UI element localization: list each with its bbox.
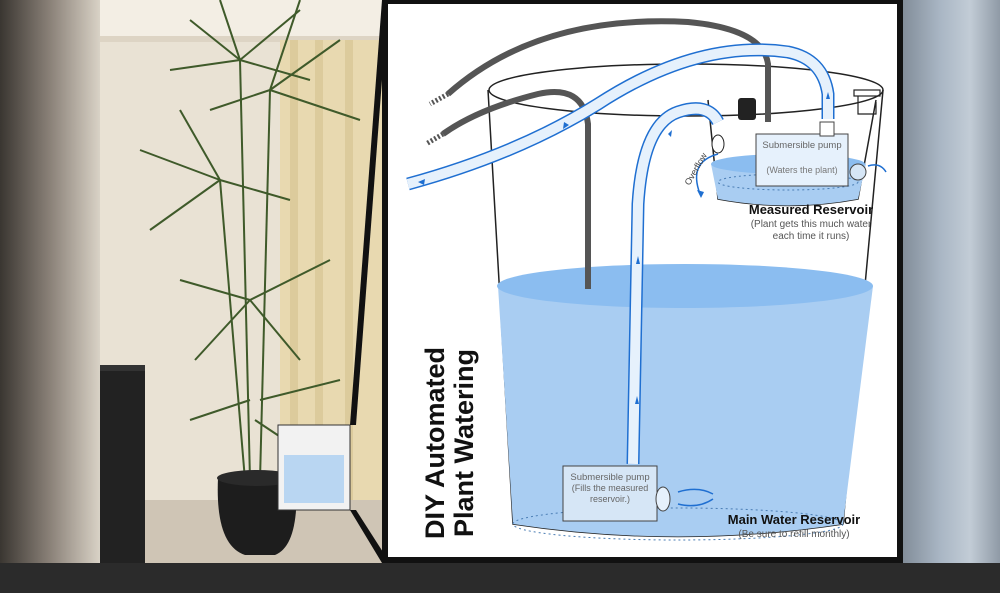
main-reservoir-note: (Be sure to refill monthly) [738, 529, 850, 540]
flow-arrows [418, 92, 830, 404]
measured-reservoir-note-1: (Plant gets this much water [750, 219, 872, 230]
watering-diagram: DIY Automated Plant Watering Submersible… [382, 0, 903, 563]
blurred-background-left [0, 0, 100, 563]
bottom-pump-note-2: reservoir.) [589, 494, 630, 504]
bottom-pump: Submersible pump (Fills the measured res… [563, 472, 657, 505]
diagram-title-line2: Plant Watering [449, 349, 479, 538]
plant-leaves [139, 0, 361, 481]
diagram-title: DIY Automated Plant Watering [420, 293, 479, 593]
faucet-icon [853, 89, 881, 115]
measured-reservoir-title: Measured Reservoir [748, 202, 874, 217]
top-pump-note: (Waters the plant) [766, 165, 838, 175]
diagram-title-line1: DIY Automated [420, 346, 450, 540]
diagram-drawing [406, 18, 887, 541]
top-pump-label: Submersible pump [762, 140, 842, 151]
bottom-pump-label: Submersible pump [570, 472, 650, 483]
bottom-pump-note-1: (Fills the measured [571, 483, 649, 493]
measured-reservoir-note-2: each time it runs) [772, 231, 850, 242]
main-reservoir-title: Main Water Reservoir [727, 512, 861, 527]
top-pump: Submersible pump (Waters the plant) [756, 140, 848, 176]
blurred-background-right [900, 0, 1000, 563]
